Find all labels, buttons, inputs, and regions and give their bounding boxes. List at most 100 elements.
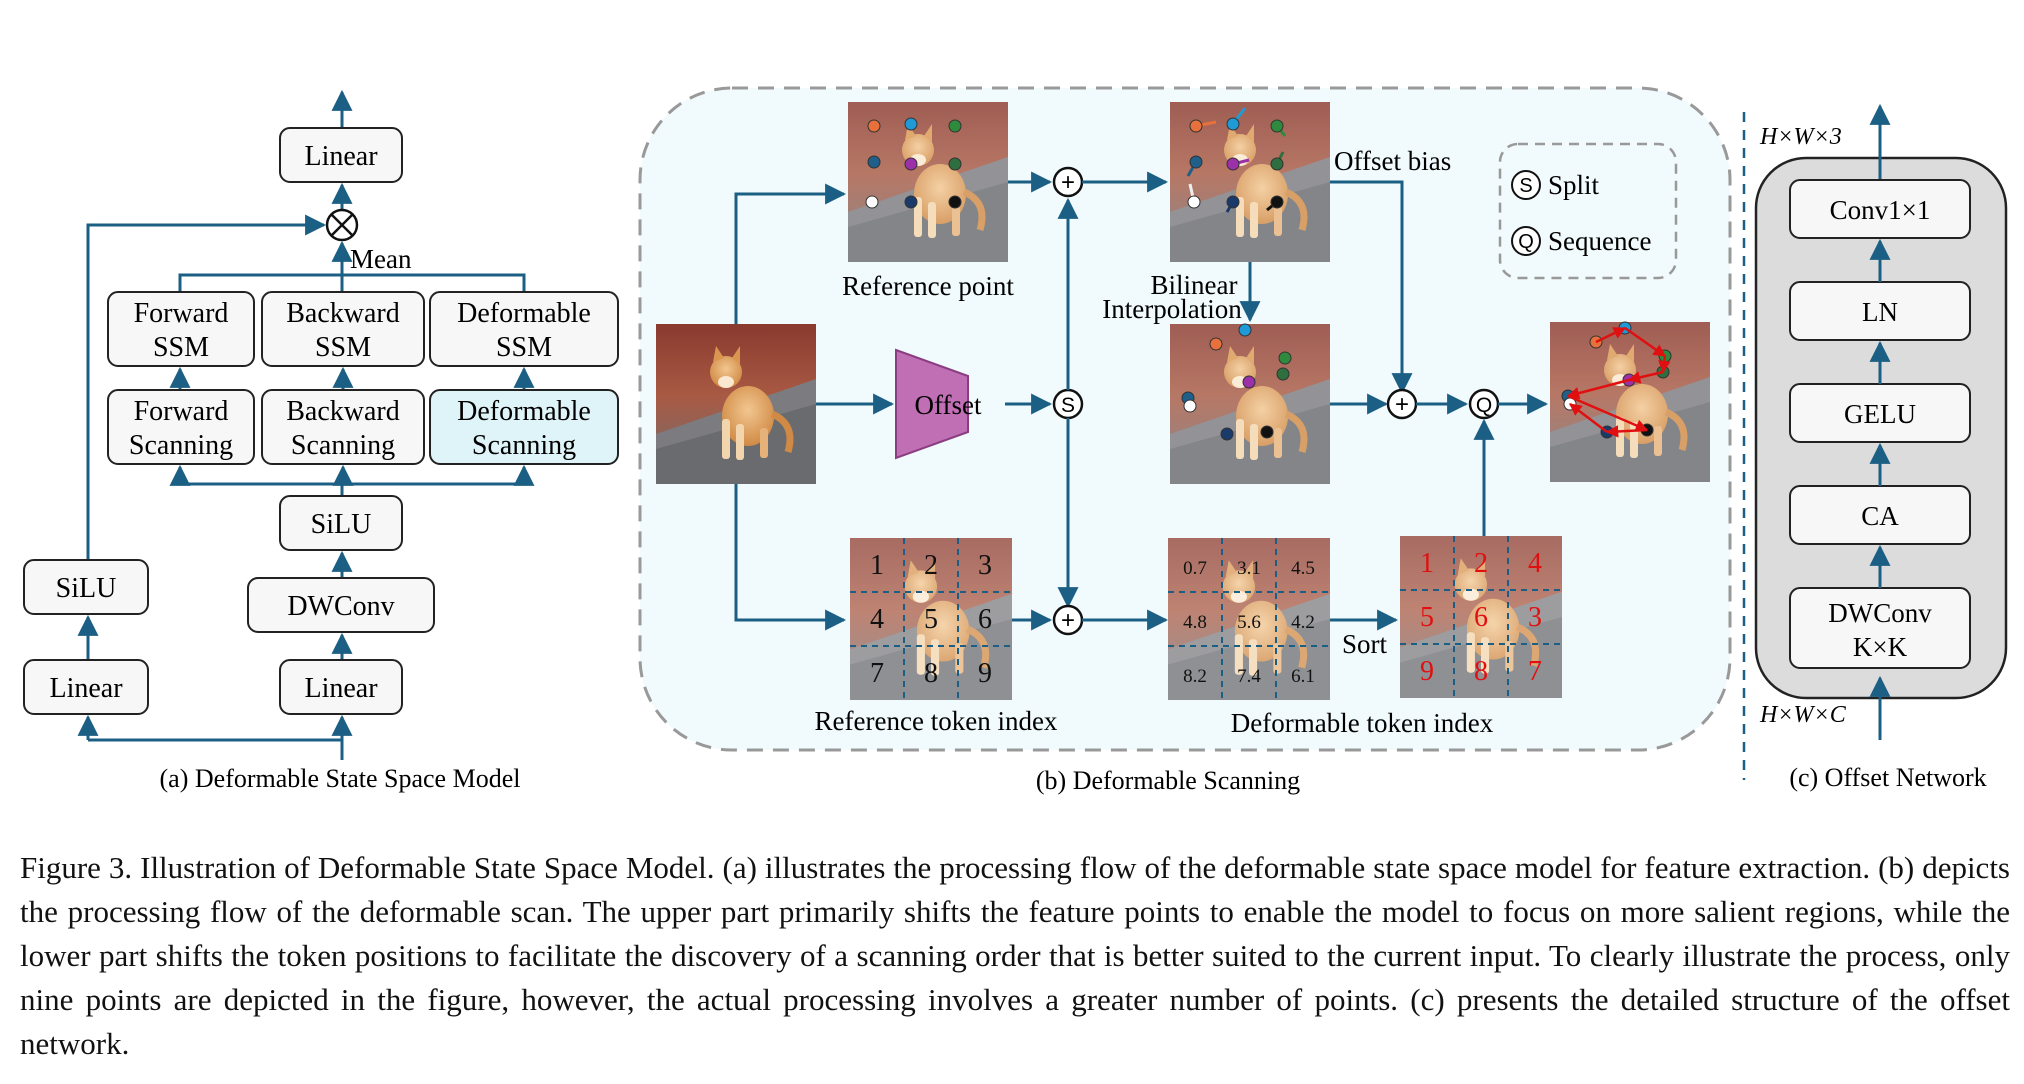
offset-origin-8	[1226, 195, 1240, 209]
offset-origin-7	[1187, 195, 1201, 209]
reference-point-5	[904, 157, 918, 171]
interpolated-point-8	[1220, 427, 1234, 441]
deformable-ssm-line2: SSM	[496, 332, 552, 363]
mean-label: Mean	[350, 244, 412, 274]
reference-token-cell-4: 4	[870, 604, 884, 635]
forward-scanning-box	[107, 389, 255, 465]
offset-block-2-line1: LN	[1862, 297, 1898, 327]
interpolation-label: Interpolation	[1102, 294, 1242, 324]
sorted-token-cell-3: 4	[1528, 548, 1542, 579]
sequence-arrow-8	[1569, 403, 1608, 433]
deformable-token-cell-9: 6.1	[1291, 666, 1315, 687]
backward-ssm-line2: SSM	[315, 332, 371, 363]
offset-origin-6	[1270, 157, 1284, 171]
linear-left-box	[23, 659, 149, 715]
silu-center-label: SiLU	[311, 509, 372, 540]
offset-module	[895, 348, 969, 460]
backward-ssm-line1: Backward	[286, 298, 400, 329]
deformable-token-cell-4: 4.8	[1183, 612, 1207, 633]
offset-origin-1	[1189, 119, 1203, 133]
sorted-token-cell-1: 1	[1420, 548, 1434, 579]
sorted-token-cell-5: 6	[1474, 602, 1488, 633]
bilinear-label: Bilinear	[1151, 270, 1238, 300]
svg-text:S: S	[1061, 394, 1075, 417]
deformable-token-cell-5: 5.6	[1237, 612, 1261, 633]
reference-point-7	[865, 195, 879, 209]
svg-text:+: +	[1061, 169, 1075, 196]
sequence-arrow-2	[1624, 326, 1667, 358]
diagram-canvas: Linear Mean Forward SSM Backward SSM Def…	[23, 86, 2008, 795]
linear-center-box	[279, 659, 403, 715]
legend-split-icon	[1511, 170, 1541, 200]
deformable-token-cell-1: 0.7	[1183, 558, 1207, 579]
svg-text:Q: Q	[1518, 231, 1534, 253]
interpolated-point-7	[1183, 399, 1197, 413]
offset-points	[1186, 107, 1287, 213]
backward-ssm-box	[261, 291, 425, 367]
sequence-arrow-6	[1567, 394, 1649, 432]
reference-token-cell-9: 9	[978, 658, 992, 689]
offset-block-1	[1789, 179, 1971, 239]
sequence-arrow-1	[1595, 326, 1627, 344]
ssm-row: Forward SSM Backward SSM Deformable SSM	[107, 291, 619, 367]
deformable-scanning-line2: Scanning	[472, 430, 576, 461]
figure: Linear Mean Forward SSM Backward SSM Def…	[23, 86, 2008, 795]
reference-token-cell-6: 6	[978, 604, 992, 635]
sequence-arrow-4	[1627, 370, 1664, 384]
top-dim-label: H×W×3	[1759, 124, 1842, 150]
offset-label: Offset	[915, 390, 982, 420]
deformable-scanning-box	[429, 389, 619, 465]
sorted-token-cell-2: 2	[1474, 548, 1488, 579]
backward-scanning-line1: Backward	[286, 396, 400, 427]
offset-block-5-line2: K×K	[1853, 632, 1908, 662]
dwconv-box	[247, 577, 435, 633]
deformable-token-index-label: Deformable token index	[1231, 708, 1494, 738]
reference-token-cell-7: 7	[870, 658, 884, 689]
reference-point-4	[867, 155, 881, 169]
linear-center-label: Linear	[304, 673, 378, 704]
svg-text:+: +	[1395, 391, 1409, 418]
reference-point-9	[948, 195, 962, 209]
reference-token-cell-5: 5	[924, 604, 938, 635]
scanning-row: Forward Scanning Backward Scanning Defor…	[107, 389, 619, 465]
interpolated-point-2	[1238, 323, 1252, 337]
sequence-arrow-5	[1566, 378, 1630, 400]
svg-text:+: +	[1061, 607, 1075, 634]
silu-left-label: SiLU	[56, 573, 117, 604]
deformable-token-cell-2: 3.1	[1237, 558, 1261, 579]
panel-a-caption: (a) Deformable State Space Model	[160, 764, 521, 793]
deformable-token-cell-7: 8.2	[1183, 666, 1207, 687]
panel-a: Linear Mean Forward SSM Backward SSM Def…	[23, 89, 619, 793]
reference-token-cell-8: 8	[924, 658, 938, 689]
offset-origin-3	[1270, 119, 1284, 133]
reference-point-label: Reference point	[842, 271, 1014, 301]
reference-token-index-label: Reference token index	[815, 706, 1058, 736]
deformable-token-cell-8: 7.4	[1237, 666, 1261, 687]
backward-scanning-box	[261, 389, 425, 465]
forward-ssm-box	[107, 291, 255, 367]
sort-label: Sort	[1342, 629, 1388, 659]
interpolated-point-9	[1260, 425, 1274, 439]
reference-point-8	[904, 195, 918, 209]
reference-point-2	[904, 117, 918, 131]
reference-point-6	[948, 157, 962, 171]
deformable-ssm-line1: Deformable	[457, 298, 591, 329]
offset-origin-2	[1226, 117, 1240, 131]
panel-b-caption: (b) Deformable Scanning	[1036, 766, 1300, 795]
bottom-dim-label: H×W×C	[1759, 702, 1847, 728]
interpolated-point-5	[1242, 375, 1256, 389]
gate-branch-arrow	[86, 214, 327, 560]
forward-scanning-line1: Forward	[134, 396, 229, 427]
reference-token-cell-1: 1	[870, 550, 884, 581]
backward-scanning-line2: Scanning	[291, 430, 395, 461]
sorted-token-cell-6: 3	[1528, 602, 1542, 633]
offset-origin-4	[1189, 155, 1203, 169]
dwconv-label: DWConv	[287, 591, 394, 622]
silu-center-box	[279, 495, 403, 551]
offset-block-1-line1: Conv1×1	[1830, 195, 1931, 225]
forward-scanning-line2: Scanning	[129, 430, 233, 461]
